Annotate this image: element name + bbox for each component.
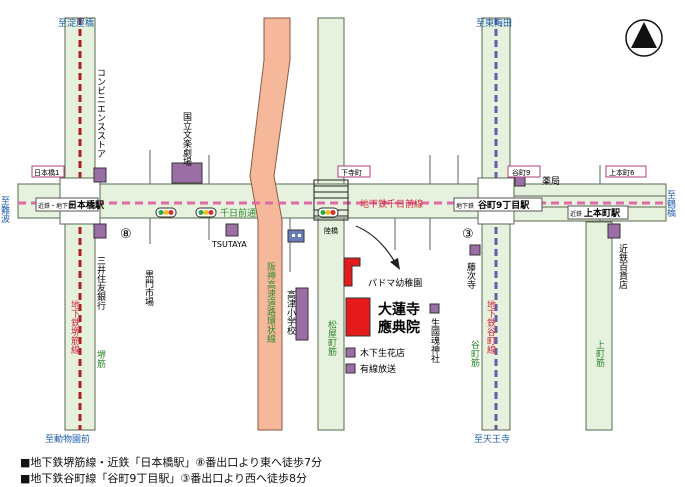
label-bunraku: 国立文楽劇場 bbox=[181, 112, 192, 167]
yakkyoku-building bbox=[514, 176, 526, 187]
bunraku-building bbox=[171, 162, 203, 184]
road-uehommachi: 上町筋 bbox=[594, 340, 605, 368]
label-kinoshita: 木下生花店 bbox=[360, 347, 405, 359]
line-sennichimae: 地下鉄千日前線 bbox=[360, 198, 423, 210]
tanimachi-station-name: 谷町9丁目駅 bbox=[478, 199, 530, 211]
uehommachi-road bbox=[585, 221, 613, 431]
footer-route-1: ■地下鉄堺筋線・近鉄「日本橋駅」⑧番出口より東へ徒歩7分 bbox=[20, 456, 323, 469]
line-tanimachi: 地下鉄谷町線 bbox=[485, 299, 496, 354]
direction-right: 至鶴橋 bbox=[665, 190, 676, 218]
label-kuromon: 黒門市場 bbox=[143, 270, 154, 307]
footer-route-2: ■地下鉄谷町線「谷町9丁目駅」③番出口より西へ徒歩8分 bbox=[20, 472, 308, 485]
walking-route-arrow bbox=[355, 225, 397, 265]
target-temple-building bbox=[345, 297, 371, 337]
direction-left: 至難波 bbox=[0, 196, 10, 224]
label-mitsui: 三井住友銀行 bbox=[95, 256, 106, 311]
pedestrian-bridge-hatch bbox=[313, 179, 349, 221]
uehommachi-station-name: 上本町駅 bbox=[584, 207, 621, 219]
label-yakkyoku: 薬局 bbox=[542, 175, 560, 187]
label-padma: パドマ幼稚園 bbox=[368, 277, 422, 289]
direction-bottom-right: 至天王寺 bbox=[474, 434, 510, 445]
road-hanshin-expressway: 阪神高速道路環状線 bbox=[265, 262, 276, 343]
matsuyamachi-road bbox=[317, 17, 345, 431]
traffic-light-2 bbox=[195, 207, 217, 218]
direction-bottom-left: 至動物園前 bbox=[45, 433, 90, 445]
label-convenience-store: コンビニエンスストア bbox=[95, 68, 106, 158]
nipponbashi-exit-number: ⑧ bbox=[120, 227, 132, 242]
intersection-nipponbashi1: 日本橋1 bbox=[34, 168, 59, 177]
label-kotsu-school: 高津小学校 bbox=[285, 289, 296, 336]
upper-road-right bbox=[511, 183, 667, 197]
nipponbashi-line-tag: 近鉄・地下鉄 bbox=[38, 202, 74, 210]
traffic-light-1 bbox=[155, 207, 177, 218]
road-tanimachi: 谷町筋 bbox=[469, 340, 480, 368]
label-target-name1: 大蓮寺 bbox=[378, 301, 420, 318]
koban-icon bbox=[287, 229, 305, 243]
uehommachi-line-tag: 近鉄 bbox=[570, 210, 582, 218]
label-ikukunitama: 生國魂神社 bbox=[429, 317, 440, 364]
tanimachi-line-tag: 地下鉄 bbox=[456, 202, 474, 210]
label-rikkyo: 陸橋 bbox=[324, 226, 338, 235]
road-sennichimae: 千日前通 bbox=[220, 207, 256, 219]
nipponbashi-station-name: 日本橋駅 bbox=[68, 199, 105, 211]
kinoshita-building bbox=[345, 347, 356, 358]
yusen-building bbox=[345, 363, 356, 374]
kintetsu-dept-building bbox=[607, 223, 621, 239]
intersection-tanimachi9: 谷町9 bbox=[512, 168, 530, 177]
road-sakaisuji: 堺筋 bbox=[95, 349, 106, 369]
side-streets bbox=[149, 150, 601, 272]
tanimachi-exit-number: ③ bbox=[462, 227, 474, 242]
direction-top-left: 至淀屋橋 bbox=[58, 17, 94, 29]
traffic-light-3 bbox=[317, 207, 339, 218]
ikukunitama-building bbox=[429, 303, 440, 314]
kotsu-school-building bbox=[295, 287, 309, 341]
intersection-uehommachi6: 上本町6 bbox=[609, 168, 635, 177]
north-arrow-icon bbox=[625, 19, 663, 57]
convenience-store-building bbox=[93, 167, 107, 183]
kenji-building bbox=[469, 244, 481, 256]
mitsui-building bbox=[93, 223, 107, 239]
label-kintetsu-dept: 近鉄百貨店 bbox=[617, 243, 628, 290]
label-yusen: 有線放送 bbox=[360, 363, 396, 375]
line-sakaisuji: 地下鉄堺筋線 bbox=[69, 299, 80, 354]
padma-building bbox=[343, 257, 361, 287]
route-arrowhead bbox=[390, 258, 400, 270]
intersection-shimodera: 下寺町 bbox=[341, 169, 362, 177]
direction-top-right: 至東梅田 bbox=[476, 17, 512, 29]
hanshin-expressway bbox=[249, 17, 291, 431]
label-kenji: 藤次寺 bbox=[465, 261, 476, 289]
tsutaya-building bbox=[225, 223, 239, 237]
road-matsuyamachi: 松屋町筋 bbox=[326, 319, 337, 357]
label-target-name2: 應典院 bbox=[378, 319, 420, 336]
label-tsutaya: TSUTAYA bbox=[211, 240, 247, 249]
